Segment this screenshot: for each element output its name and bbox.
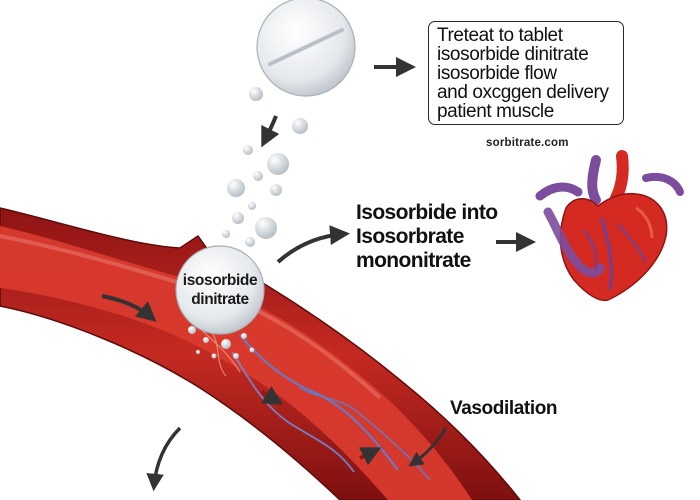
info-line-1: Treteat to tablet xyxy=(437,25,563,46)
info-line-5: patient muscle xyxy=(437,101,554,122)
arrow-exit-down xyxy=(146,426,182,492)
conversion-line-3: mononitrate xyxy=(356,249,471,272)
pill-icon xyxy=(256,0,356,97)
site-label: sorbitrate.com xyxy=(486,137,569,149)
heart-icon xyxy=(535,150,684,302)
dissolving-tablet xyxy=(175,245,265,359)
arrow-particles-down xyxy=(261,115,280,148)
info-box: Treteat to tablet isosorbide dinitrate i… xyxy=(428,21,624,125)
flow-arrow-1 xyxy=(260,386,284,406)
flow-arrow-2 xyxy=(359,447,382,466)
vasodilation-label: Vasodilation xyxy=(450,398,558,419)
vein-2 xyxy=(231,351,355,473)
arrow-vasodilation xyxy=(408,427,448,467)
conversion-line-1: Isosorbide into xyxy=(356,201,498,224)
info-line-4: and oxcggen delivery xyxy=(437,82,609,103)
dissolving-particles xyxy=(211,87,308,251)
arrow-flow-in xyxy=(101,294,157,322)
tablet-line-2: dinitrate xyxy=(191,291,249,308)
conversion-line-2: Isosorbrate xyxy=(356,225,464,248)
blood-vessel-icon xyxy=(0,207,521,500)
arrow-tablet-to-conversion xyxy=(276,225,350,264)
conversion-label: Isosorbide into Isosorbrate mononitrate xyxy=(356,201,516,273)
tablet-line-1: isosorbide xyxy=(182,272,258,289)
vessel-lumen xyxy=(0,226,472,500)
vein-3 xyxy=(299,387,431,481)
info-line-3: isosorbide flow xyxy=(437,63,557,84)
tablet-label: isosorbide dinitrate xyxy=(178,271,262,309)
info-line-2: isosorbide dinitrate xyxy=(437,44,589,65)
vein-1 xyxy=(239,334,399,471)
